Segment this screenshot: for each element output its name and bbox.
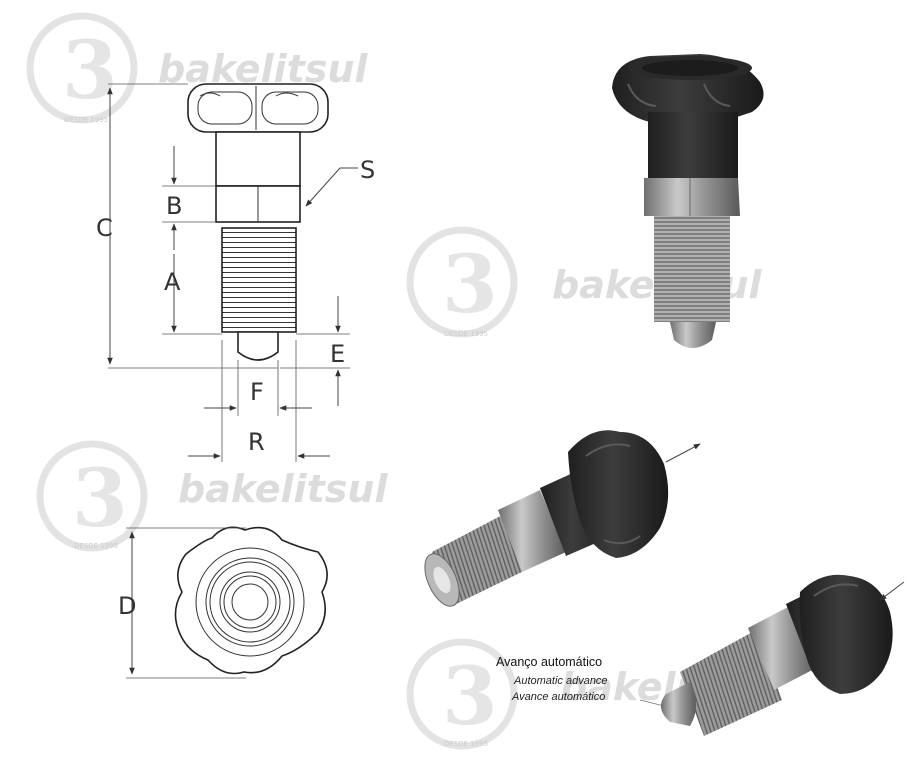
plunger-render-front [612, 54, 764, 348]
dim-label-r: R [248, 428, 265, 456]
seal-text: DESDE 1995 [444, 740, 488, 748]
svg-text:3: 3 [72, 451, 128, 545]
dim-label-e: E [330, 340, 345, 368]
dim-label-c: C [96, 214, 113, 242]
dim-label-s: S [360, 156, 375, 184]
dim-label-b: B [166, 192, 182, 220]
svg-text:3: 3 [442, 237, 498, 331]
seal-text: DESDE 1995 [64, 116, 108, 124]
seal-text: DESDE 1995 [444, 330, 488, 338]
watermark-logo-3: 3 DESDE 1995 [36, 440, 148, 552]
top-view-drawing: D [118, 526, 328, 679]
annotation-spanish: Avance automático [511, 691, 605, 703]
watermark-logo-2: 3 DESDE 1995 [406, 226, 518, 338]
plunger-render-advance [660, 574, 905, 736]
auto-advance-annotation: Avanço automático Automatic advance Avan… [496, 655, 665, 707]
annotation-title: Avanço automático [496, 655, 602, 669]
watermark-text-3: bakelitsul [178, 467, 388, 511]
dim-label-f: F [250, 378, 264, 406]
annotation-english: Automatic advance [513, 675, 608, 687]
dim-label-d: D [118, 592, 136, 620]
plunger-render-retract [424, 430, 701, 607]
seal-text: DESDE 1995 [74, 542, 118, 550]
watermark-logo-4: 3 DESDE 1995 [406, 638, 518, 750]
svg-text:3: 3 [62, 23, 118, 117]
watermark-logo-1: 3 DESDE 1995 [26, 12, 138, 124]
svg-text:3: 3 [442, 649, 498, 743]
side-view-drawing: C B A E F R S [96, 83, 375, 462]
dim-label-a: A [164, 268, 181, 296]
